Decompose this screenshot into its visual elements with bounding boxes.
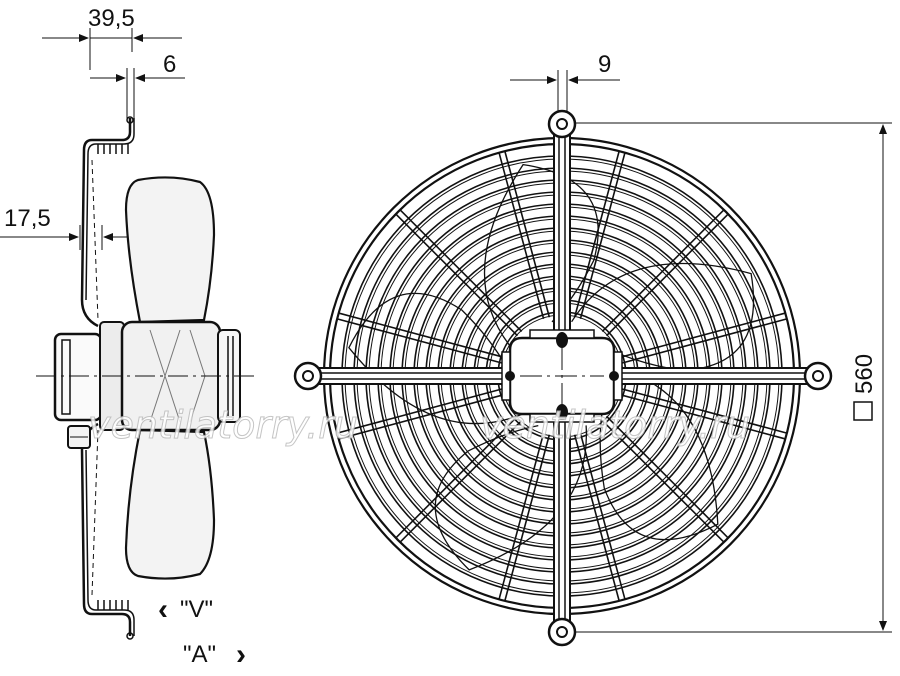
airflow-labels: ‹ "V" "A" ›	[158, 593, 246, 671]
guard-spoke	[399, 419, 523, 543]
guard-spoke	[601, 209, 725, 333]
guard-spoke	[336, 387, 504, 434]
guard-spoke	[605, 415, 729, 539]
blade-outline-front	[599, 367, 719, 541]
guard-spoke	[504, 150, 551, 318]
blade-outline-front	[571, 262, 755, 372]
guard-spoke	[620, 387, 788, 434]
guard-spoke	[618, 312, 786, 359]
watermark-right: ventilatorry.ru	[480, 403, 750, 447]
guard-spoke	[579, 432, 626, 600]
dimension-label-flange-to-blade: 17,5	[4, 205, 51, 232]
guard-spoke	[601, 419, 725, 543]
guard-spoke	[618, 393, 786, 440]
guard-spoke	[338, 393, 506, 440]
blade-outline-front	[348, 292, 523, 425]
guard-spoke	[336, 318, 504, 365]
a-arrow-glyph: ›	[236, 638, 246, 671]
dimension-label-flange-offset: 6	[163, 51, 176, 78]
dimension-label-bracket-width: 9	[598, 51, 611, 78]
dimension-label-total-depth: 39,5	[88, 5, 135, 32]
guard-spoke	[498, 152, 545, 320]
blade-top	[124, 176, 216, 324]
guard-spoke	[573, 434, 620, 602]
watermark: ventilatorry.ru ventilatorry.ru	[88, 403, 751, 448]
dimension-total-depth: 39,5	[42, 5, 182, 70]
guard-spokes	[336, 150, 788, 602]
guard-spoke	[498, 432, 545, 600]
guard-spoke	[399, 209, 523, 333]
v-arrow-glyph: ‹	[158, 593, 168, 626]
guard-spoke	[605, 213, 729, 337]
blade-bottom	[124, 428, 216, 580]
guard-spoke	[573, 150, 620, 318]
watermark-left: ventilatorry.ru	[88, 403, 358, 447]
dimension-bracket-width: 9	[510, 51, 620, 112]
side-view: 39,5 6 17,5	[0, 5, 258, 671]
guard-spoke	[579, 152, 626, 320]
a-label: "A"	[183, 641, 216, 668]
guard-spoke	[504, 434, 551, 602]
guard-spoke	[395, 213, 519, 337]
dimension-label-square-size: 560	[851, 354, 878, 394]
guard-spoke	[395, 415, 519, 539]
guard-spoke	[620, 318, 788, 365]
dimension-square-size: 560	[575, 122, 892, 633]
dimension-flange-offset: 6	[90, 51, 185, 120]
front-view: 9 560	[293, 51, 892, 647]
v-label: "V"	[180, 596, 213, 623]
